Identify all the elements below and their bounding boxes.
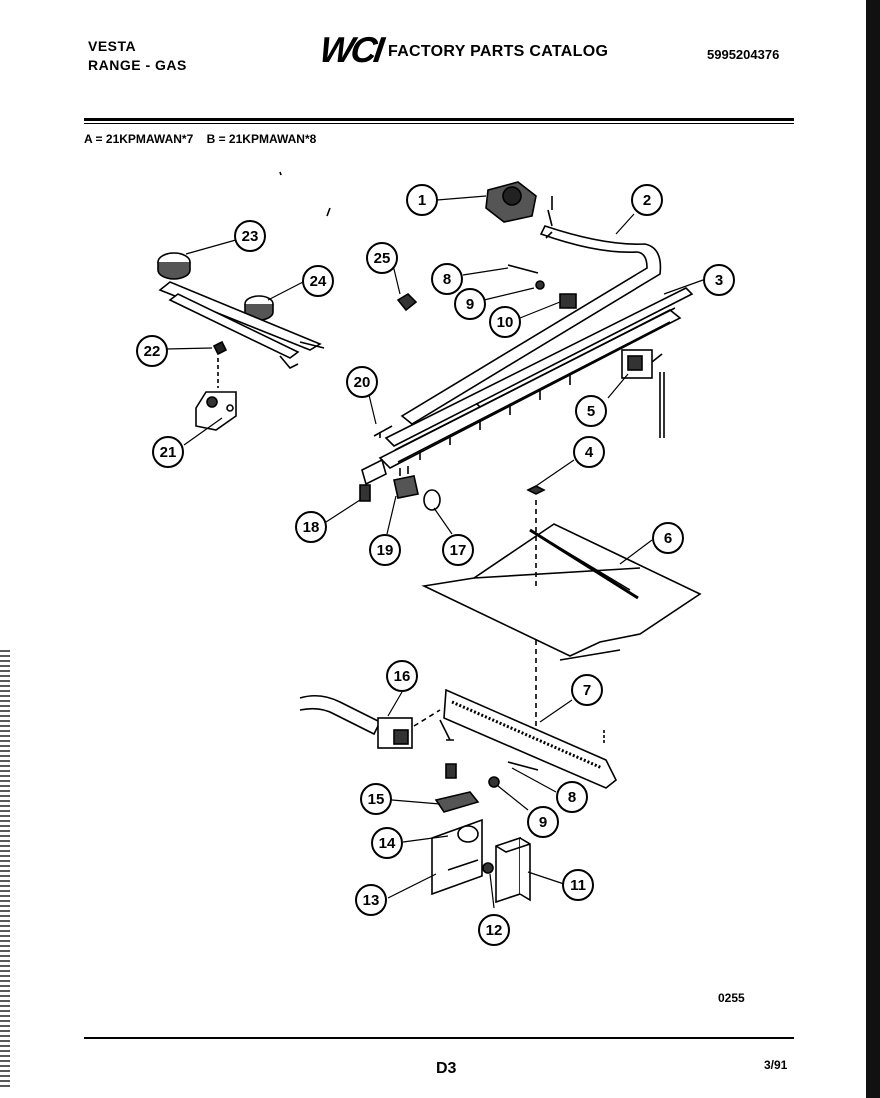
- pin-part-20: [373, 425, 393, 438]
- product-type: RANGE - GAS: [88, 57, 187, 73]
- svg-text:6: 6: [664, 530, 672, 547]
- gas-regulator-part: [485, 181, 537, 223]
- footer-rule: [84, 1037, 794, 1039]
- callouts: 1 2 3 4 5 6 7 8 9 10 11 12 13 14 15 16 1…: [136, 184, 735, 946]
- svg-text:14: 14: [379, 835, 396, 852]
- callout-15: 15: [360, 783, 392, 815]
- callout-2: 2: [631, 184, 663, 216]
- clip-lower: [445, 763, 457, 779]
- scan-edge-right: [866, 0, 880, 1098]
- callout-10: 10: [489, 306, 521, 338]
- svg-text:9: 9: [466, 296, 474, 313]
- callout-25: 25: [366, 242, 398, 274]
- page-code: D3: [436, 1060, 457, 1077]
- valve-part-19: [393, 466, 419, 499]
- callout-9-lower: 9: [527, 806, 559, 838]
- callout-13: 13: [355, 884, 387, 916]
- callout-11: 11: [562, 869, 594, 901]
- callout-5: 5: [575, 395, 607, 427]
- catalog-part-number: 5995204376: [707, 47, 780, 62]
- callout-24: 24: [302, 265, 334, 297]
- burner-rail-part-7: [439, 688, 618, 789]
- washer-lower: [488, 776, 500, 788]
- callout-1: 1: [406, 184, 438, 216]
- svg-text:2: 2: [643, 192, 651, 209]
- svg-text:7: 7: [583, 682, 591, 699]
- svg-text:8: 8: [568, 789, 576, 806]
- callout-22: 22: [136, 335, 168, 367]
- nut-part-12: [482, 862, 494, 874]
- valve-part-22: [212, 340, 228, 356]
- bracket-part-21: [195, 391, 237, 431]
- diagram-reference-code: 0255: [718, 991, 745, 1005]
- heat-deflector-part: [421, 523, 702, 661]
- wing-nut-part-4: [526, 485, 546, 495]
- svg-text:9: 9: [539, 814, 547, 831]
- svg-text:20: 20: [354, 374, 371, 391]
- svg-text:24: 24: [310, 273, 327, 290]
- svg-text:13: 13: [363, 892, 380, 909]
- svg-text:18: 18: [303, 519, 320, 536]
- callout-23: 23: [234, 220, 266, 252]
- svg-text:22: 22: [144, 343, 161, 360]
- callout-19: 19: [369, 534, 401, 566]
- svg-text:11: 11: [570, 877, 586, 894]
- callout-4: 4: [573, 436, 605, 468]
- header-rule-thick: [84, 118, 794, 121]
- igniter-part-15: [434, 791, 480, 813]
- callout-7: 7: [571, 674, 603, 706]
- ring-part-17: [423, 489, 441, 511]
- bracket-part-18: [359, 484, 371, 502]
- callout-8-upper: 8: [431, 263, 463, 295]
- bracket-part-13: [431, 818, 483, 896]
- header-rule-thin: [84, 123, 794, 124]
- svg-text:12: 12: [486, 922, 503, 939]
- callout-9-upper: 9: [454, 288, 486, 320]
- callout-3: 3: [703, 264, 735, 296]
- callout-8-lower: 8: [556, 781, 588, 813]
- callout-12: 12: [478, 914, 510, 946]
- callout-6: 6: [652, 522, 684, 554]
- top-burner-assembly: [157, 252, 325, 369]
- svg-text:15: 15: [368, 791, 385, 808]
- svg-text:21: 21: [160, 444, 177, 461]
- manifold-pipe-part: [400, 196, 662, 425]
- svg-text:23: 23: [242, 228, 259, 245]
- callout-16: 16: [386, 660, 418, 692]
- washer-upper: [535, 280, 545, 290]
- screw-lower: [507, 761, 539, 771]
- callout-14: 14: [371, 827, 403, 859]
- scan-edge-left: [0, 650, 10, 1090]
- thermostat-part-16: [299, 694, 413, 749]
- callout-17: 17: [442, 534, 474, 566]
- callout-21: 21: [152, 436, 184, 468]
- clip-upper: [559, 293, 577, 309]
- ignition-switch-part: [621, 349, 665, 438]
- callout-leaders: [165, 195, 704, 909]
- svg-text:8: 8: [443, 271, 451, 288]
- svg-text:5: 5: [587, 403, 595, 420]
- svg-text:25: 25: [374, 250, 391, 267]
- clip-part-25: [396, 292, 418, 312]
- svg-text:4: 4: [585, 444, 594, 461]
- catalog-title: FACTORY PARTS CATALOG: [388, 43, 609, 60]
- screw-upper: [507, 264, 539, 274]
- svg-text:19: 19: [377, 542, 394, 559]
- model-legend: A = 21KPMAWAN*7 B = 21KPMAWAN*8: [84, 132, 317, 146]
- callout-20: 20: [346, 366, 378, 398]
- svg-text:16: 16: [394, 668, 411, 685]
- svg-text:10: 10: [497, 314, 514, 331]
- svg-text:1: 1: [418, 192, 426, 209]
- igniter-box-part-11: [495, 836, 531, 904]
- revision-date: 3/91: [764, 1058, 788, 1072]
- svg-text:17: 17: [450, 542, 467, 559]
- callout-18: 18: [295, 511, 327, 543]
- brand-name: VESTA: [88, 38, 137, 54]
- manifold-bracket-part: [361, 287, 694, 486]
- svg-text:3: 3: [715, 272, 723, 289]
